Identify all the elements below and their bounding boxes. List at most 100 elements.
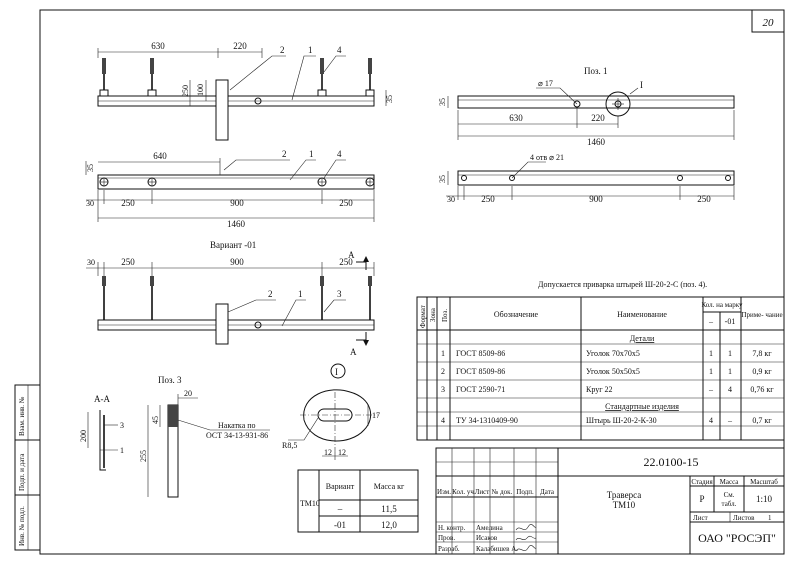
svg-text:Уголок 50х50х5: Уголок 50х50х5 (586, 367, 640, 376)
aa-leader-1: 1 (120, 446, 124, 455)
aa-title: А-А (94, 394, 110, 404)
detail-dim-12b: 12 (338, 448, 346, 457)
spec-h-zone: Зона (429, 307, 437, 322)
side-stamp-l3: Инв. № подл. (18, 506, 26, 546)
mass-h-mass: Масса кг (374, 482, 405, 491)
section-mark-bottom: А (350, 347, 357, 357)
top-dim-630: 630 (151, 41, 165, 51)
spec-h-qty-a: – (708, 317, 714, 326)
plan-dim-900: 900 (230, 198, 244, 208)
tb-scale: 1:10 (756, 494, 773, 504)
tb-role3: Разраб. (438, 545, 460, 553)
poz1-view: Поз. 1 I 35 ⌀ 17 630 220 1460 35 4 отв ⌀… (438, 66, 735, 204)
poz1-plan-dim-900: 900 (589, 194, 603, 204)
svg-text:1: 1 (728, 349, 732, 358)
poz1-dim-1460: 1460 (587, 137, 606, 147)
tb-mass-2: табл. (722, 500, 737, 508)
top-view: 630 220 100 250 35 2 1 4 (97, 41, 394, 141)
mass-table: ТМ10 Вариант Масса кг – 11,5 -01 12,0 (297, 469, 419, 533)
tb-col-kol: Кол. уч (452, 488, 474, 496)
top-dim-100: 100 (196, 84, 205, 96)
poz1-plan-dim-30: 30 (447, 195, 455, 204)
tb-name2: Исаков (476, 534, 498, 542)
tb-h-stage: Стадия (691, 478, 713, 486)
mass-row2-variant: -01 (334, 520, 346, 530)
spec-row: 1 ГОСТ 8509-86 Уголок 70х70х5 1 1 7,8 кг (441, 349, 772, 358)
variant-title: Вариант -01 (210, 240, 256, 250)
section-mark-top: А (348, 250, 355, 260)
tb-sheets-label: Листов (733, 514, 755, 522)
spec-h-remark: Приме- чание (741, 311, 782, 319)
plan-leader-1: 1 (309, 149, 314, 159)
tb-col-ndok: № док. (492, 488, 513, 496)
side-stamp-l1: Взам. инв. № (18, 396, 26, 436)
top-dim-220: 220 (233, 41, 247, 51)
poz1-dim-d17: ⌀ 17 (538, 79, 553, 88)
tb-h-mass: Масса (720, 478, 740, 486)
svg-text:–: – (727, 416, 733, 425)
spec-h-format: Формат (419, 305, 427, 328)
spec-row: 4 ТУ 34-1310409-90 Штырь Ш-20-2-К-30 4 –… (441, 416, 772, 425)
plan-leader-2: 2 (282, 149, 287, 159)
plan-dim-1460: 1460 (227, 219, 246, 229)
poz1-callout: I (640, 80, 643, 90)
spec-h-designation: Обозначение (494, 310, 539, 319)
poz3-dim-45: 45 (151, 416, 160, 424)
var-dim-250b: 250 (339, 257, 353, 267)
top-dim-250: 250 (181, 85, 190, 97)
spec-section-standard: Стандартные изделия (605, 402, 679, 411)
detail-dim-r: R8,5 (282, 441, 297, 450)
plan-dim-30: 30 (86, 199, 94, 208)
note-text: Допускается приварка штырей Ш-20-2-С (по… (538, 280, 707, 289)
top-leader-2: 2 (280, 45, 285, 55)
tb-col-izm: Изм. (437, 488, 451, 496)
detail-dim-17: 17 (372, 411, 380, 420)
poz1-title: Поз. 1 (584, 66, 608, 76)
svg-text:1: 1 (441, 349, 445, 358)
poz1-plan-dim-35: 35 (438, 175, 447, 183)
tb-h-scale: Масштаб (750, 478, 778, 486)
tb-doc-number: 22.0100-15 (644, 455, 699, 469)
top-dim-35: 35 (385, 95, 394, 103)
svg-text:0,9 кг: 0,9 кг (752, 367, 772, 376)
tb-col-data: Дата (540, 488, 555, 496)
spec-section-details: Детали (630, 334, 655, 343)
svg-text:ТУ 34-1310409-90: ТУ 34-1310409-90 (456, 416, 518, 425)
svg-text:4: 4 (441, 416, 445, 425)
svg-text:Круг 22: Круг 22 (586, 385, 613, 394)
tb-col-podp: Подп. (516, 488, 534, 496)
page-number-box (751, 9, 785, 33)
poz3-note-1: Накатка по (218, 421, 256, 430)
tb-role1: Н. контр. (438, 524, 465, 532)
detail-i: I 17 R8,5 12 12 (282, 363, 380, 460)
plan-dim-250b: 250 (339, 198, 353, 208)
var-dim-30: 30 (87, 258, 95, 267)
detail-dim-12a: 12 (324, 448, 332, 457)
spec-h-qty: Кол. на марку (701, 301, 743, 309)
svg-text:0,76 кг: 0,76 кг (750, 385, 774, 394)
var-leader-3: 3 (337, 289, 342, 299)
plan-view: 640 35 30 250 900 250 1460 2 1 4 (85, 149, 375, 229)
svg-text:2: 2 (441, 367, 445, 376)
poz3-note-2: ОСТ 34-13-931-86 (206, 431, 268, 440)
mass-row1-mass: 11,5 (381, 504, 397, 514)
poz1-dim-35: 35 (438, 98, 447, 106)
plan-dim-35: 35 (86, 164, 95, 172)
spec-h-qty-b: -01 (725, 317, 736, 326)
tb-col-list: Лист (475, 488, 490, 496)
tb-title-1: Траверса (607, 490, 641, 500)
aa-dim-200: 200 (79, 430, 88, 442)
section-aa: А-А 200 3 1 (79, 394, 124, 471)
poz1-dim-630: 630 (509, 113, 523, 123)
tb-role2: Пров. (438, 534, 455, 542)
tb-title-2: ТМ10 (613, 500, 636, 510)
tb-org: ОАО "РОСЭП" (698, 531, 776, 545)
var-dim-900: 900 (230, 257, 244, 267)
tb-sheets-value: 1 (768, 514, 772, 522)
plan-dim-640: 640 (153, 151, 167, 161)
spec-row: 2 ГОСТ 8509-86 Уголок 50х50х5 1 1 0,9 кг (441, 367, 772, 376)
svg-text:4: 4 (709, 416, 713, 425)
title-block: Изм. Кол. уч Лист № док. Подп. Дата Н. к… (435, 447, 785, 555)
tb-sheet-label: Лист (693, 514, 708, 522)
poz3-title: Поз. 3 (158, 375, 182, 385)
